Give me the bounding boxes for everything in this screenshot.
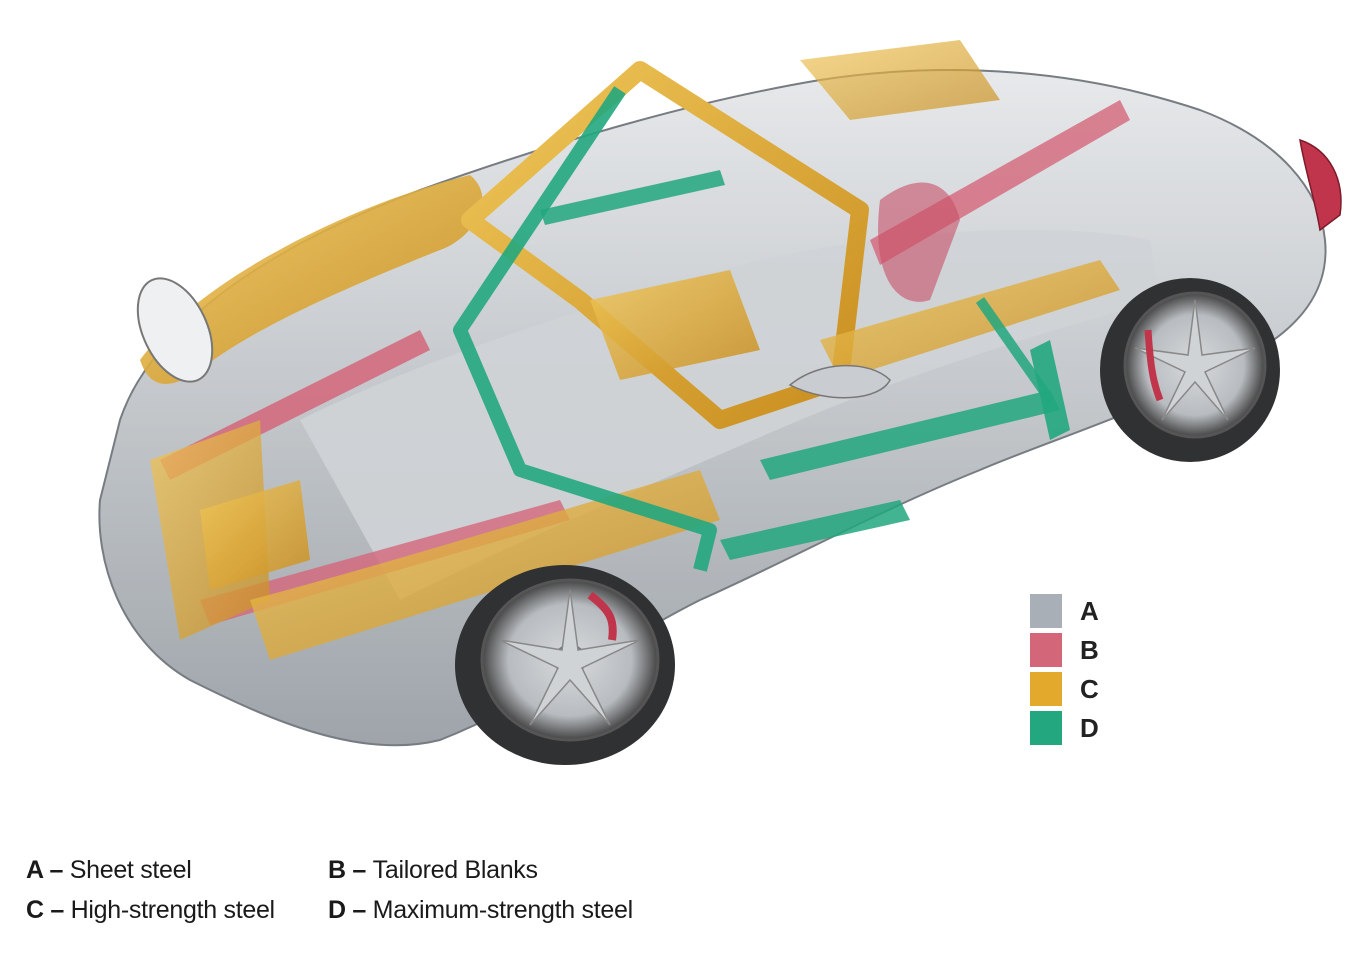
front-wheel xyxy=(455,565,675,765)
rear-wheel xyxy=(1100,278,1280,462)
legend-row-b: B xyxy=(1030,631,1120,667)
side-mirror xyxy=(788,364,891,399)
caption-separator: – xyxy=(345,896,373,924)
cross-beam xyxy=(540,170,725,225)
car-body-illustration xyxy=(98,40,1342,765)
legend-letter-a: A xyxy=(1080,596,1099,626)
caption-separator: – xyxy=(42,856,70,884)
caption-key-d: D xyxy=(328,896,346,924)
legend-row-d: D xyxy=(1030,709,1120,745)
caption-text-b: Tailored Blanks xyxy=(372,856,538,884)
a-pillar-left xyxy=(453,86,717,572)
door-beam xyxy=(760,390,1060,480)
roll-brace xyxy=(975,297,1055,403)
legend-swatch-b xyxy=(1030,633,1062,667)
caption-item-c: C – High-strength steel xyxy=(26,892,275,928)
b-pillar xyxy=(1030,340,1070,440)
legend-swatch-c xyxy=(1030,672,1062,706)
sill-beam xyxy=(720,500,910,560)
caption-item-b: B – Tailored Blanks xyxy=(328,852,538,888)
caption-item-d: D – Maximum-strength steel xyxy=(328,892,633,928)
material-legend: A B C D xyxy=(1030,592,1120,752)
seat-mount xyxy=(590,270,760,380)
caption-separator: – xyxy=(43,896,71,924)
headlight xyxy=(136,277,214,383)
caption-key-c: C xyxy=(26,896,44,924)
legend-swatch-d xyxy=(1030,711,1062,745)
caption-text-c: High-strength steel xyxy=(70,896,275,924)
rear-sill xyxy=(820,260,1120,380)
front-floor-panel xyxy=(200,480,310,590)
caption-text-d: Maximum-strength steel xyxy=(372,896,633,924)
tail-light xyxy=(1299,138,1342,232)
caption-text-a: Sheet steel xyxy=(69,856,192,884)
legend-swatch-a xyxy=(1030,594,1062,628)
sill-panel xyxy=(250,470,720,660)
rear-tunnel xyxy=(878,182,960,302)
caption-key-a: A xyxy=(26,856,43,884)
caption-key-b: B xyxy=(328,856,346,884)
legend-row-c: C xyxy=(1030,670,1120,706)
caption-item-a: A – Sheet steel xyxy=(26,852,192,888)
legend-letter-c: C xyxy=(1080,674,1099,704)
front-hood xyxy=(140,175,483,384)
legend-letter-d: D xyxy=(1080,713,1099,743)
caption-separator: – xyxy=(345,856,373,884)
legend-row-a: A xyxy=(1030,592,1120,628)
legend-letter-b: B xyxy=(1080,635,1099,665)
caption-key: A – Sheet steel B – Tailored Blanks C – … xyxy=(26,852,786,942)
rear-tub xyxy=(800,40,1000,120)
